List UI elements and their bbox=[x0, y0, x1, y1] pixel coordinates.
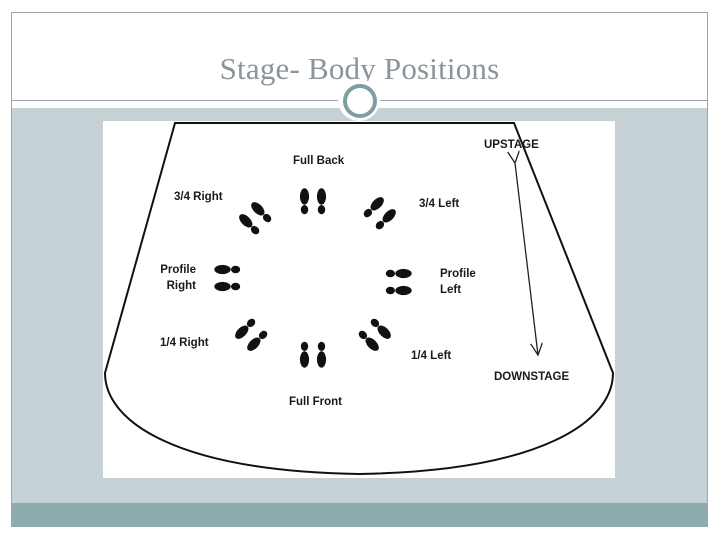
label-profile-left-line1: Profile bbox=[440, 268, 476, 280]
label-three-quarter-left: 3/4 Left bbox=[419, 198, 460, 210]
ring-inner bbox=[343, 84, 377, 118]
label-three-quarter-right: 3/4 Right bbox=[174, 191, 223, 203]
stage-diagram: Full Back 3/4 Right 3/4 Left Profile Rig… bbox=[103, 121, 615, 478]
label-upstage: UPSTAGE bbox=[484, 139, 539, 151]
label-profile-left-line2: Left bbox=[440, 284, 462, 296]
label-profile-right-line1: Profile bbox=[160, 264, 196, 276]
ring-icon bbox=[338, 79, 380, 121]
label-profile-right-line2: Right bbox=[166, 280, 196, 292]
footer-band bbox=[12, 503, 707, 527]
label-downstage: DOWNSTAGE bbox=[494, 371, 570, 383]
stage-diagram-svg bbox=[103, 122, 615, 476]
label-quarter-right: 1/4 Right bbox=[160, 337, 209, 349]
double-arrow-icon bbox=[515, 163, 538, 355]
label-quarter-left: 1/4 Left bbox=[411, 350, 452, 362]
stage-outline bbox=[103, 122, 615, 476]
label-full-front: Full Front bbox=[289, 396, 343, 408]
label-full-back: Full Back bbox=[293, 155, 345, 167]
